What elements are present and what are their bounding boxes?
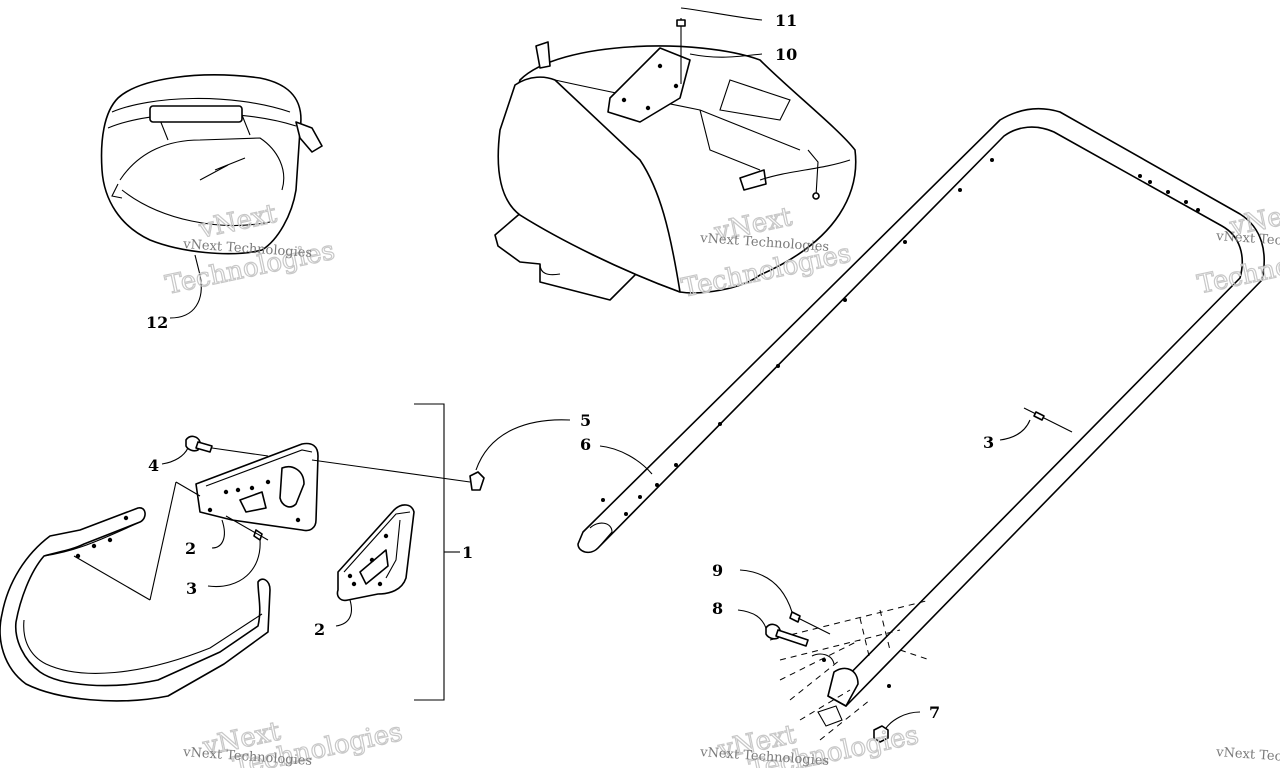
callout-10: 10 (775, 45, 797, 64)
callout-4: 4 (148, 456, 159, 475)
watermark-text-6: vNext Technologies (1215, 745, 1280, 768)
callout-3-left: 3 (186, 579, 197, 598)
storage-bag-part-10 (494, 41, 857, 301)
rivet-part-9 (739, 569, 831, 635)
callout-2-upper-bracket: 2 (185, 539, 196, 558)
nut-part-7 (873, 711, 921, 743)
callout-8: 8 (712, 599, 723, 618)
pin-part-11 (676, 7, 763, 84)
callout-5: 5 (580, 411, 591, 430)
callout-2-lower-bracket: 2 (314, 620, 325, 639)
bracket-assembly-part-1 (0, 403, 571, 702)
callout-11: 11 (775, 11, 797, 30)
callout-9: 9 (712, 561, 723, 580)
callout-3-right: 3 (983, 433, 994, 452)
rail-part-6 (577, 107, 1265, 707)
callout-12: 12 (146, 313, 168, 332)
bolt-part-8 (737, 609, 809, 647)
callout-6: 6 (580, 435, 591, 454)
rivet-part-3-right (999, 407, 1073, 441)
rear-mount-detail (769, 599, 931, 741)
callout-1: 1 (462, 543, 473, 562)
saddle-bag-part-12 (100, 74, 323, 319)
leader-10 (689, 53, 763, 58)
callout-7: 7 (929, 703, 940, 722)
